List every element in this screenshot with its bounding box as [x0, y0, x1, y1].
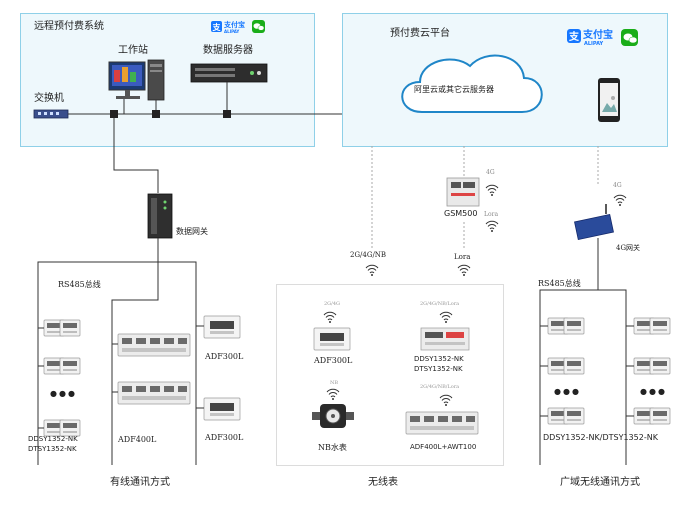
lan-node: [110, 110, 118, 118]
alipay-name: 支付宝: [583, 30, 613, 41]
alipay-icon: [567, 29, 581, 43]
wan-4g-label: 4G: [613, 182, 622, 189]
lan-node: [223, 110, 231, 118]
wireless-adf300l-label: ADF300L: [314, 356, 353, 365]
gsm-4g-label: 4G: [486, 169, 495, 176]
switch-icon: [33, 109, 69, 119]
svg-text:支: 支: [212, 22, 222, 32]
cloud-icon: [401, 54, 543, 113]
wireless-ddsy-label: DDSY1352-NK: [414, 355, 464, 363]
awt-signal-label: 2G/4G/NB/Lora: [420, 384, 460, 390]
wan-meters-label: DDSY1352-NK/DTSY1352-NK: [543, 433, 658, 442]
adf300l-label: ADF300L: [205, 433, 244, 442]
gsm-lora-label: Lora: [484, 211, 499, 218]
data-gateway-icon: [147, 193, 173, 239]
ddsy-wireless-meter-icon: [420, 327, 470, 351]
4g-gateway-icon: [574, 204, 614, 241]
wifi-icon: [485, 184, 499, 197]
meter-dtsy-label: DTSY1352-NK: [28, 445, 77, 453]
alipay-icon: [211, 21, 222, 32]
data-gateway-label: 数据网关: [176, 227, 208, 236]
link-lora-label: Lora: [454, 253, 471, 261]
wireless-caption: 无线表: [368, 477, 398, 488]
nb-signal-label: NB: [330, 380, 339, 386]
workstation-icon: [108, 59, 165, 101]
ellipsis-dots: ●●●: [640, 387, 667, 396]
cloud-label: 阿里云或其它云服务器: [414, 85, 494, 94]
alipay-name: 支付宝: [224, 21, 245, 29]
workstation-label: 工作站: [118, 45, 148, 56]
smartphone-icon: [598, 78, 620, 122]
left-panel-title: 远程预付费系统: [34, 21, 104, 32]
wired-caption: 有线通讯方式: [110, 477, 170, 488]
right-panel-title: 预付费云平台: [390, 28, 450, 39]
adf300l-label: ADF300L: [205, 352, 244, 361]
remote-prepaid-panel: [20, 13, 315, 147]
adf400l-label: ADF400L: [118, 435, 157, 444]
ddsy-signal-label: 2G/4G/NB/Lora: [420, 301, 460, 307]
gsm500-label: GSM500: [444, 209, 478, 218]
meter-ddsy-label: DDSY1352-NK: [28, 435, 78, 443]
wifi-icon: [613, 194, 627, 207]
svg-text:支: 支: [568, 30, 580, 43]
nb-water-meter-label: NB水表: [318, 443, 347, 452]
ellipsis-dots: ●●●: [50, 389, 77, 398]
data-server-icon: [190, 63, 268, 83]
adf400l-awt100-label: ADF400L+AWT100: [410, 443, 477, 451]
wan-caption: 广域无线通讯方式: [560, 477, 640, 488]
rs485-bus-label: RS485总线: [58, 280, 101, 289]
wifi-icon: [457, 264, 471, 277]
ellipsis-dots: ●●●: [554, 387, 581, 396]
wireless-meter-panel: [276, 284, 504, 466]
wireless-dtsy-label: DTSY1352-NK: [414, 365, 463, 373]
lan-node: [152, 110, 160, 118]
nb-water-meter-icon: [312, 404, 354, 428]
gsm500-icon: [446, 177, 480, 207]
alipay-sub: ALIPAY: [224, 29, 240, 34]
adf300l-signal-label: 2G/4G: [324, 301, 341, 307]
wifi-icon: [365, 264, 379, 277]
wifi-icon: [485, 220, 499, 233]
switch-label: 交换机: [34, 93, 64, 104]
alipay-sub: ALIPAY: [584, 41, 604, 47]
link-2g4gnb-label: 2G/4G/NB: [350, 251, 387, 259]
data-server-label: 数据服务器: [203, 45, 253, 56]
4g-gateway-label: 4G网关: [616, 244, 641, 252]
wan-rs485-bus-label: RS485总线: [538, 279, 581, 288]
